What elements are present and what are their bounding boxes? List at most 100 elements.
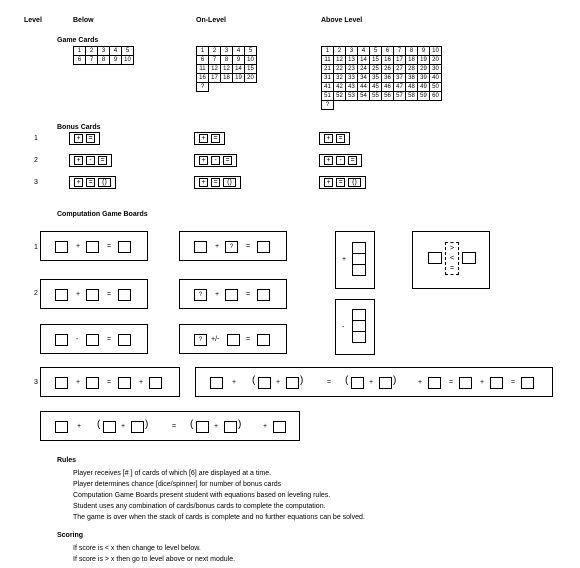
- card-slot[interactable]: [55, 334, 68, 346]
- game-card[interactable]: 50: [429, 82, 442, 92]
- game-card[interactable]: 8: [405, 46, 418, 56]
- game-card[interactable]: ?: [321, 100, 334, 110]
- card-slot[interactable]: [286, 377, 299, 389]
- game-card[interactable]: 13: [345, 55, 358, 65]
- game-card[interactable]: 5: [121, 46, 134, 56]
- card-slot[interactable]: [257, 334, 270, 346]
- game-card[interactable]: 1: [321, 46, 334, 56]
- card-slot[interactable]: [149, 377, 162, 389]
- game-card[interactable]: 45: [369, 82, 382, 92]
- game-card[interactable]: 15: [244, 64, 257, 74]
- card-slot[interactable]: [55, 377, 68, 389]
- bonus-card[interactable]: +: [324, 156, 333, 165]
- bonus-card[interactable]: -: [211, 156, 220, 165]
- game-card[interactable]: 18: [220, 73, 233, 83]
- game-card[interactable]: 4: [232, 46, 245, 56]
- game-card[interactable]: 7: [393, 46, 406, 56]
- game-card[interactable]: 52: [333, 91, 346, 101]
- game-card[interactable]: 16: [381, 55, 394, 65]
- game-card[interactable]: 2: [333, 46, 346, 56]
- game-card[interactable]: 58: [405, 91, 418, 101]
- bonus-card[interactable]: =: [336, 178, 345, 187]
- bonus-card[interactable]: +: [324, 178, 333, 187]
- game-card[interactable]: 39: [417, 73, 430, 83]
- card-slot[interactable]: [131, 421, 144, 433]
- game-card[interactable]: [245, 83, 257, 92]
- game-card[interactable]: 48: [405, 82, 418, 92]
- card-slot[interactable]: [55, 241, 68, 253]
- card-slot[interactable]: [86, 241, 99, 253]
- card-slot[interactable]: [118, 241, 131, 253]
- game-card[interactable]: [346, 101, 358, 110]
- game-card[interactable]: 55: [369, 91, 382, 101]
- game-card[interactable]: [221, 83, 233, 92]
- card-slot[interactable]: [118, 289, 131, 301]
- game-card[interactable]: 51: [321, 91, 334, 101]
- game-card[interactable]: 14: [232, 64, 245, 74]
- game-card[interactable]: [334, 101, 346, 110]
- game-card[interactable]: [370, 101, 382, 110]
- game-card[interactable]: 44: [357, 82, 370, 92]
- card-slot[interactable]: [379, 377, 392, 389]
- game-card[interactable]: 7: [85, 55, 98, 65]
- game-card[interactable]: 3: [97, 46, 110, 56]
- game-card[interactable]: 20: [244, 73, 257, 83]
- card-slot[interactable]: [428, 377, 441, 389]
- bonus-card[interactable]: =: [86, 178, 95, 187]
- game-card[interactable]: 20: [429, 55, 442, 65]
- comparison-slot[interactable]: > < =: [445, 242, 459, 275]
- card-slot[interactable]: [86, 289, 99, 301]
- game-card[interactable]: 34: [357, 73, 370, 83]
- card-slot[interactable]: [196, 421, 209, 433]
- bonus-card[interactable]: (): [223, 178, 236, 187]
- game-card[interactable]: 6: [381, 46, 394, 56]
- game-card[interactable]: 1: [73, 46, 86, 56]
- game-card[interactable]: [430, 101, 442, 110]
- game-card[interactable]: 22: [333, 64, 346, 74]
- game-card[interactable]: 11: [196, 64, 209, 74]
- game-card[interactable]: 54: [357, 91, 370, 101]
- card-slot[interactable]: [257, 241, 270, 253]
- game-card[interactable]: 26: [381, 64, 394, 74]
- bonus-card[interactable]: +: [74, 156, 83, 165]
- game-card[interactable]: 56: [381, 91, 394, 101]
- bonus-card[interactable]: +: [74, 134, 83, 143]
- game-card[interactable]: 43: [345, 82, 358, 92]
- game-card[interactable]: 11: [321, 55, 334, 65]
- bonus-card[interactable]: =: [348, 156, 357, 165]
- game-card[interactable]: 57: [393, 91, 406, 101]
- bonus-card[interactable]: -: [336, 156, 345, 165]
- game-card[interactable]: 32: [333, 73, 346, 83]
- card-slot[interactable]: [224, 421, 237, 433]
- game-card[interactable]: 12: [220, 64, 233, 74]
- game-card[interactable]: 2: [208, 46, 221, 56]
- bonus-card[interactable]: +: [199, 134, 208, 143]
- game-card[interactable]: 17: [393, 55, 406, 65]
- game-card[interactable]: 5: [369, 46, 382, 56]
- card-slot[interactable]: [521, 377, 534, 389]
- bonus-card[interactable]: +: [199, 178, 208, 187]
- card-slot[interactable]: [210, 377, 223, 389]
- game-card[interactable]: 19: [417, 55, 430, 65]
- game-card[interactable]: 18: [405, 55, 418, 65]
- game-card[interactable]: 3: [220, 46, 233, 56]
- game-card[interactable]: 12: [333, 55, 346, 65]
- game-card[interactable]: 53: [345, 91, 358, 101]
- card-slot[interactable]: [194, 241, 207, 253]
- card-slot[interactable]: [428, 252, 442, 264]
- card-slot[interactable]: [273, 421, 286, 433]
- bonus-card[interactable]: =: [86, 134, 95, 143]
- bonus-card[interactable]: =: [211, 134, 220, 143]
- game-card[interactable]: [406, 101, 418, 110]
- game-card[interactable]: 4: [109, 46, 122, 56]
- game-card[interactable]: 24: [357, 64, 370, 74]
- game-card[interactable]: 46: [381, 82, 394, 92]
- game-card[interactable]: 5: [244, 46, 257, 56]
- game-card[interactable]: 37: [393, 73, 406, 83]
- game-card[interactable]: 42: [333, 82, 346, 92]
- card-slot[interactable]: [459, 377, 472, 389]
- game-card[interactable]: 60: [429, 91, 442, 101]
- game-card[interactable]: 21: [321, 64, 334, 74]
- card-slot[interactable]: [352, 331, 366, 343]
- game-card[interactable]: 12: [208, 64, 221, 74]
